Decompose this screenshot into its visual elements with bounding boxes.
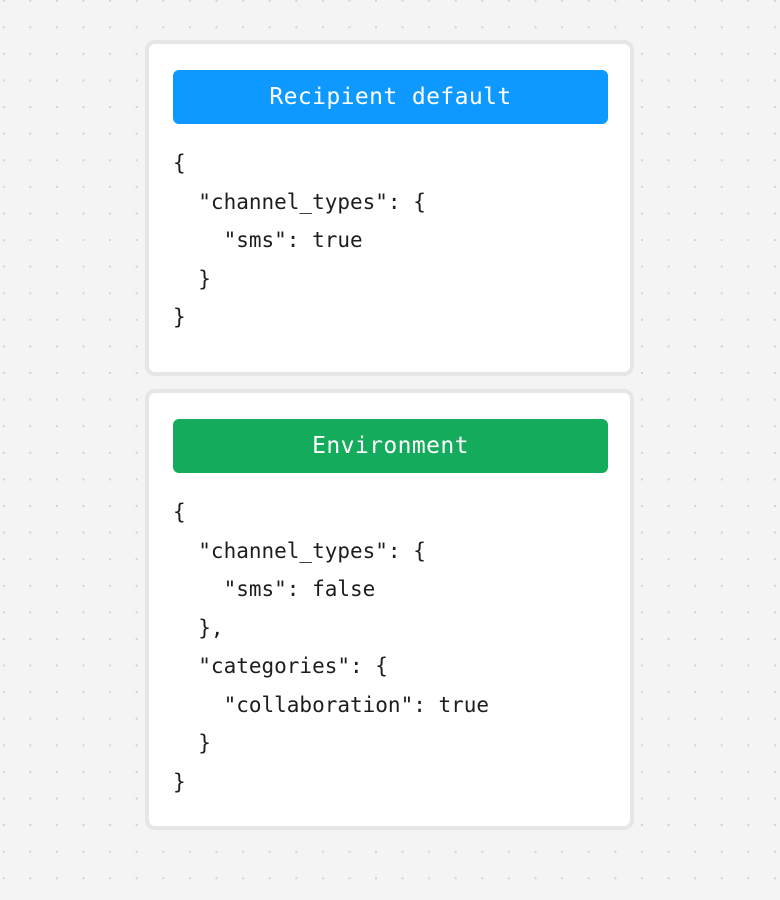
preference-card-recipient-default: Recipient default { "channel_types": { "… bbox=[145, 40, 634, 376]
preference-card-environment: Environment { "channel_types": { "sms": … bbox=[145, 389, 634, 830]
card-header-label: Recipient default bbox=[269, 83, 512, 110]
json-code-block-recipient-default: { "channel_types": { "sms": true } } bbox=[173, 151, 426, 329]
card-header-label: Environment bbox=[312, 432, 469, 459]
card-stack: Recipient default { "channel_types": { "… bbox=[145, 40, 634, 830]
card-header-recipient-default: Recipient default bbox=[173, 70, 608, 124]
json-code-block-environment: { "channel_types": { "sms": false }, "ca… bbox=[173, 500, 490, 794]
card-header-environment: Environment bbox=[173, 419, 608, 473]
